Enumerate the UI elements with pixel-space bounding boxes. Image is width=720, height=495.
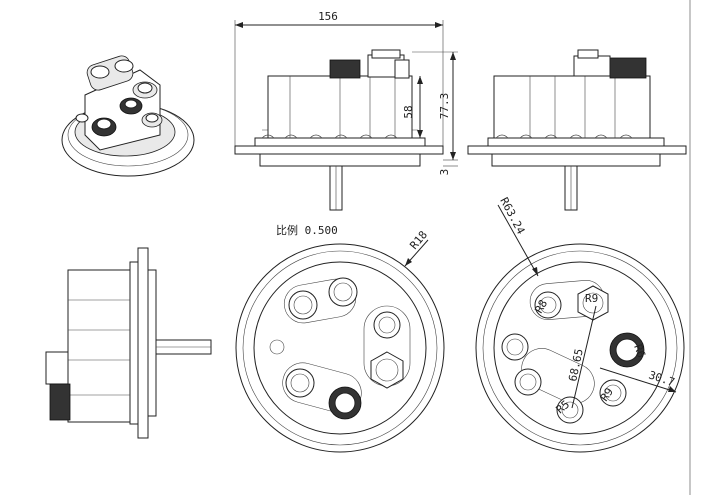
front-view: 156 58 77.3 3 (234, 10, 458, 211)
dim-diag-length: 68.65 (566, 348, 586, 383)
bottom-view-1: R18 (235, 228, 445, 453)
left-side-view (45, 247, 212, 439)
dim-radius-b: R8 (532, 298, 550, 316)
side-view (467, 49, 687, 211)
dim-total-height: 77.3 (438, 93, 451, 120)
isometric-view (61, 55, 195, 177)
dim-outer-radius: R18 (407, 228, 430, 252)
dim-body-height: 58 (402, 105, 415, 118)
dim-radius-c: R9 (598, 385, 616, 403)
dim-radius-a: R9 (585, 292, 598, 305)
dim-overall-width: 156 (318, 10, 338, 23)
dim-flange: 3 (438, 169, 451, 176)
bottom-view-2: R63.24 R9 R8 R6 R9 R5 68.65 30.7 (475, 195, 685, 453)
dim-radius-e: R6 (631, 343, 648, 360)
dim-offset: 30.7 (647, 368, 676, 389)
scale-label: 比例 0.500 (276, 223, 338, 237)
